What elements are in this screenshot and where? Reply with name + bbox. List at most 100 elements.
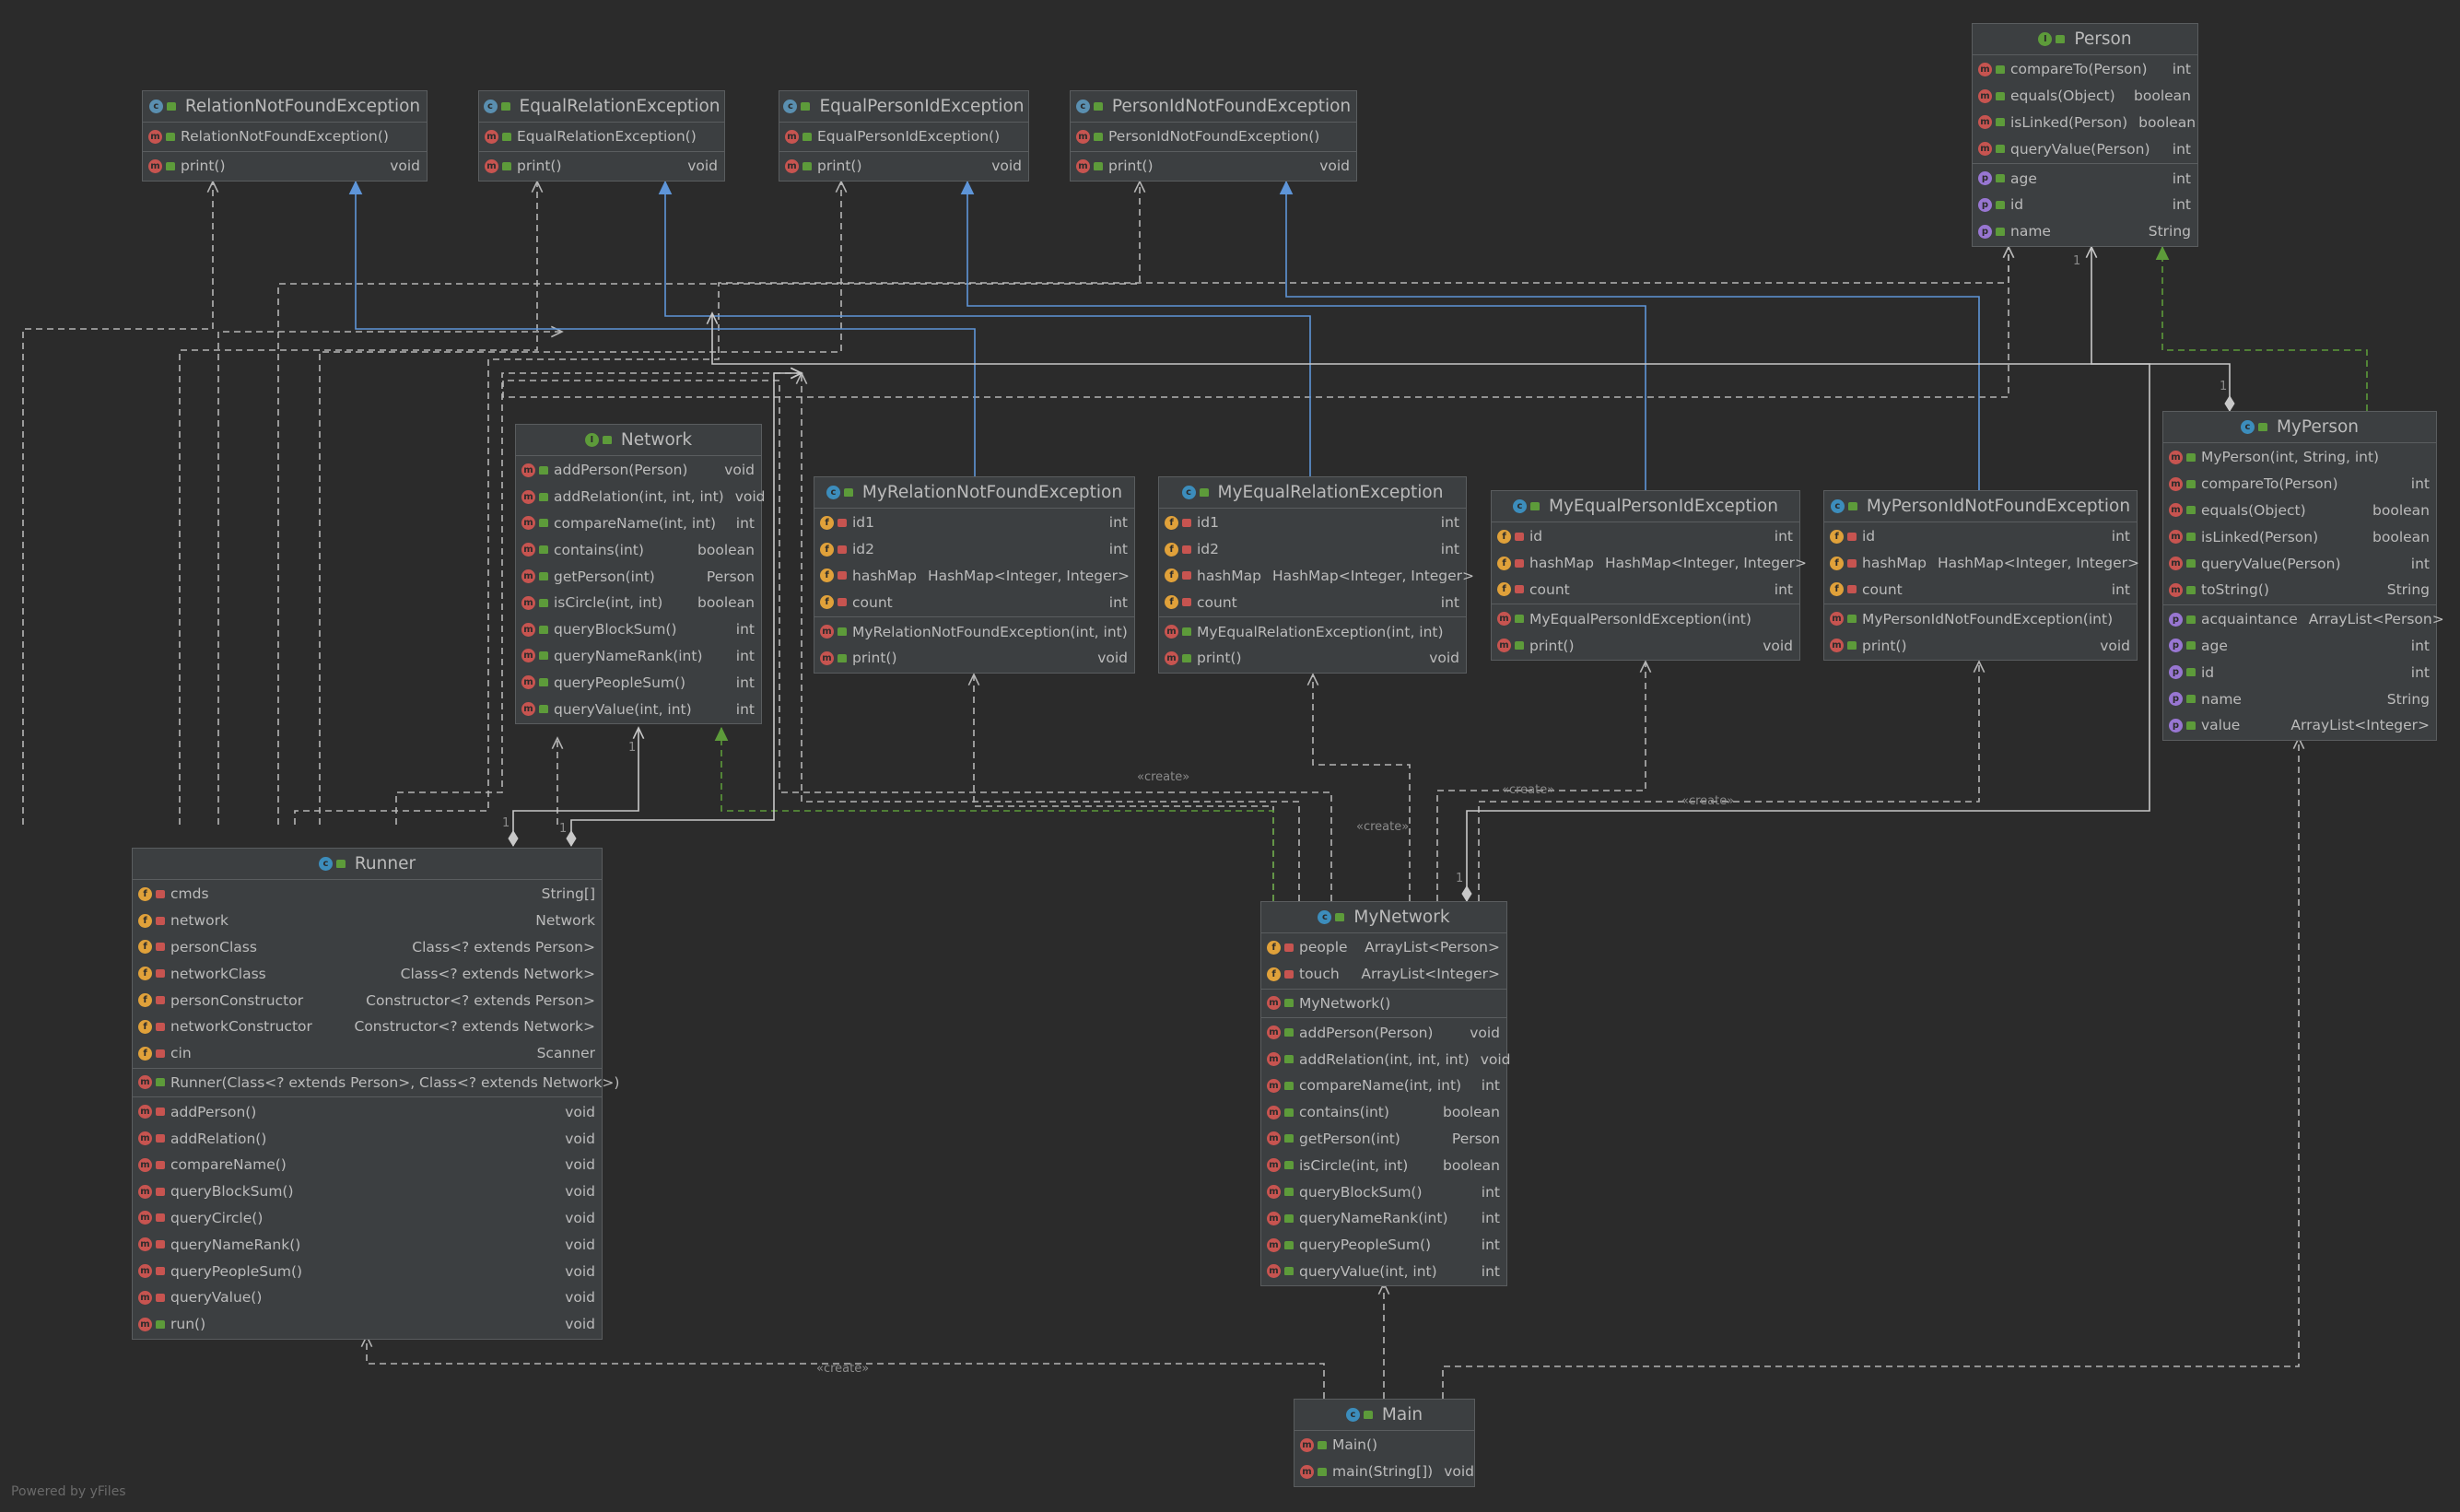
member-row[interactable]: maddPerson()void [133,1098,602,1125]
member-row[interactable]: pvalueArrayList<Integer> [2163,712,2436,739]
member-row[interactable]: maddPerson(Person)void [516,457,761,484]
class-my-equal-relation-exception[interactable]: cMyEqualRelationExceptionfid1intfid2intf… [1158,476,1474,674]
member-row[interactable]: mcompareTo(Person)int [2163,471,2436,498]
member-row[interactable]: fnetworkClassClass<? extends Network> [133,960,602,987]
class-equal-person-id-exception[interactable]: cEqualPersonIdExceptionmEqualPersonIdExc… [779,90,1029,182]
member-row[interactable]: mMain() [1294,1432,1474,1459]
class-my-equal-person-id-exception[interactable]: cMyEqualPersonIdExceptionfidintfhashMapH… [1491,490,1807,661]
member-row[interactable]: pageint [1973,165,2197,192]
member-row[interactable]: fcinScanner [133,1040,602,1067]
member-row[interactable]: mqueryValue(Person)int [2163,550,2436,577]
member-row[interactable]: maddRelation(int, int, int)void [1261,1046,1511,1072]
member-row[interactable]: ftouchArrayList<Integer> [1261,961,1506,988]
member-row[interactable]: fhashMapHashMap<Integer, Integer> [1824,550,2139,577]
member-row[interactable]: mcontains(int)boolean [1261,1099,1506,1126]
member-row[interactable]: fcountint [814,589,1134,615]
member-row[interactable]: mqueryBlockSum()void [133,1178,602,1205]
member-row[interactable]: fid1int [1159,510,1466,536]
member-row[interactable]: fhashMapHashMap<Integer, Integer> [814,563,1134,590]
member-row[interactable]: mcompareTo(Person)int [1973,56,2197,83]
member-row[interactable]: misCircle(int, int)boolean [1261,1152,1506,1178]
member-row[interactable]: maddPerson(Person)void [1261,1019,1506,1046]
member-row[interactable]: pageint [2163,633,2436,660]
member-row[interactable]: mmain(String[])void [1294,1459,1474,1485]
member-row[interactable]: mprint()void [814,645,1134,672]
class-my-network[interactable]: cMyNetworkfpeopleArrayList<Person>ftouch… [1260,901,1511,1287]
member-row[interactable]: mqueryPeopleSum()int [1261,1232,1506,1259]
member-row[interactable]: mcontains(int)boolean [516,536,761,563]
member-row[interactable]: mPersonIdNotFoundException() [1071,123,1356,150]
member-row[interactable]: mrun()void [133,1311,602,1338]
class-main[interactable]: cMainmMain()mmain(String[])void [1294,1399,1475,1487]
member-row[interactable]: mMyPerson(int, String, int) [2163,444,2436,471]
member-row[interactable]: mMyPersonIdNotFoundException(int) [1824,605,2137,632]
member-row[interactable]: mprint()void [1159,645,1466,672]
member-row[interactable]: mcompareName()void [133,1152,602,1178]
member-row[interactable]: mqueryValue(Person)int [1973,135,2197,162]
member-row[interactable]: pnameString [1973,218,2197,245]
member-row[interactable]: mEqualPersonIdException() [779,123,1028,150]
member-row[interactable]: mgetPerson(int)Person [1261,1126,1506,1153]
member-row[interactable]: mRelationNotFoundException() [143,123,427,150]
member-row[interactable]: mqueryValue()void [133,1284,602,1311]
member-row[interactable]: mcompareName(int, int)int [516,510,761,537]
member-row[interactable]: mMyNetwork() [1261,990,1506,1017]
member-row[interactable]: mEqualRelationException() [479,123,724,150]
member-row[interactable]: pacquaintanceArrayList<Person> [2163,606,2444,633]
member-row[interactable]: mprint()void [1071,153,1356,180]
member-row[interactable]: fcmdsString[] [133,881,602,908]
member-row[interactable]: mequals(Object)boolean [1973,83,2197,110]
member-row[interactable]: mqueryNameRank(int)int [516,643,761,670]
member-row[interactable]: mtoString()String [2163,577,2436,604]
class-my-relation-not-found-exception[interactable]: cMyRelationNotFoundExceptionfid1intfid2i… [814,476,1135,674]
class-relation-not-found-exception[interactable]: cRelationNotFoundExceptionmRelationNotFo… [142,90,428,182]
member-row[interactable]: mprint()void [479,153,724,180]
member-row[interactable]: mqueryNameRank(int)int [1261,1205,1506,1232]
member-row[interactable]: pnameString [2163,686,2436,712]
member-row[interactable]: pidint [2163,659,2436,686]
member-row[interactable]: fcountint [1492,577,1799,604]
member-row[interactable]: mMyEqualPersonIdException(int) [1492,605,1799,632]
interface-network[interactable]: INetworkmaddPerson(Person)voidmaddRelati… [515,424,766,724]
member-row[interactable]: maddRelation(int, int, int)void [516,484,766,510]
member-row[interactable]: mqueryPeopleSum()int [516,669,761,696]
member-row[interactable]: fpeopleArrayList<Person> [1261,934,1506,961]
interface-person[interactable]: IPersonmcompareTo(Person)intmequals(Obje… [1972,23,2198,247]
member-row[interactable]: fidint [1492,523,1799,550]
member-row[interactable]: mqueryValue(int, int)int [516,696,761,722]
member-row[interactable]: mprint()void [143,153,427,180]
member-row[interactable]: fcountint [1824,577,2137,604]
member-row[interactable]: fpersonClassClass<? extends Person> [133,934,602,961]
member-row[interactable]: mequals(Object)boolean [2163,498,2436,524]
member-row[interactable]: mprint()void [1824,632,2137,659]
member-row[interactable]: mqueryBlockSum()int [1261,1178,1506,1205]
member-row[interactable]: fid1int [814,510,1134,536]
member-row[interactable]: misCircle(int, int)boolean [516,590,761,616]
member-row[interactable]: fhashMapHashMap<Integer, Integer> [1159,563,1474,590]
member-row[interactable]: mRunner(Class<? extends Person>, Class<?… [133,1070,619,1096]
member-row[interactable]: misLinked(Person)boolean [1973,110,2197,136]
member-row[interactable]: mgetPerson(int)Person [516,563,761,590]
member-row[interactable]: mprint()void [1492,632,1799,659]
member-row[interactable]: mqueryValue(int, int)int [1261,1259,1506,1285]
class-runner[interactable]: cRunnerfcmdsString[]fnetworkNetworkfpers… [132,848,619,1340]
member-row[interactable]: maddRelation()void [133,1125,602,1152]
member-row[interactable]: mprint()void [779,153,1028,180]
member-row[interactable]: fnetworkConstructorConstructor<? extends… [133,1014,602,1040]
member-row[interactable]: pidint [1973,192,2197,218]
member-row[interactable]: fnetworkNetwork [133,908,602,934]
member-row[interactable]: fhashMapHashMap<Integer, Integer> [1492,550,1807,577]
member-row[interactable]: mqueryPeopleSum()void [133,1258,602,1284]
member-row[interactable]: fid2int [1159,536,1466,563]
member-row[interactable]: misLinked(Person)boolean [2163,523,2436,550]
member-row[interactable]: mcompareName(int, int)int [1261,1072,1506,1099]
class-my-person-id-not-found-exception[interactable]: cMyPersonIdNotFoundExceptionfidintfhashM… [1823,490,2139,661]
class-equal-relation-exception[interactable]: cEqualRelationExceptionmEqualRelationExc… [478,90,725,182]
class-person-id-not-found-exception[interactable]: cPersonIdNotFoundExceptionmPersonIdNotFo… [1070,90,1357,182]
member-row[interactable]: fid2int [814,536,1134,563]
member-row[interactable]: mqueryNameRank()void [133,1231,602,1258]
member-row[interactable]: mMyEqualRelationException(int, int) [1159,618,1466,645]
member-row[interactable]: fpersonConstructorConstructor<? extends … [133,987,602,1014]
member-row[interactable]: mMyRelationNotFoundException(int, int) [814,618,1134,645]
member-row[interactable]: fidint [1824,523,2137,550]
